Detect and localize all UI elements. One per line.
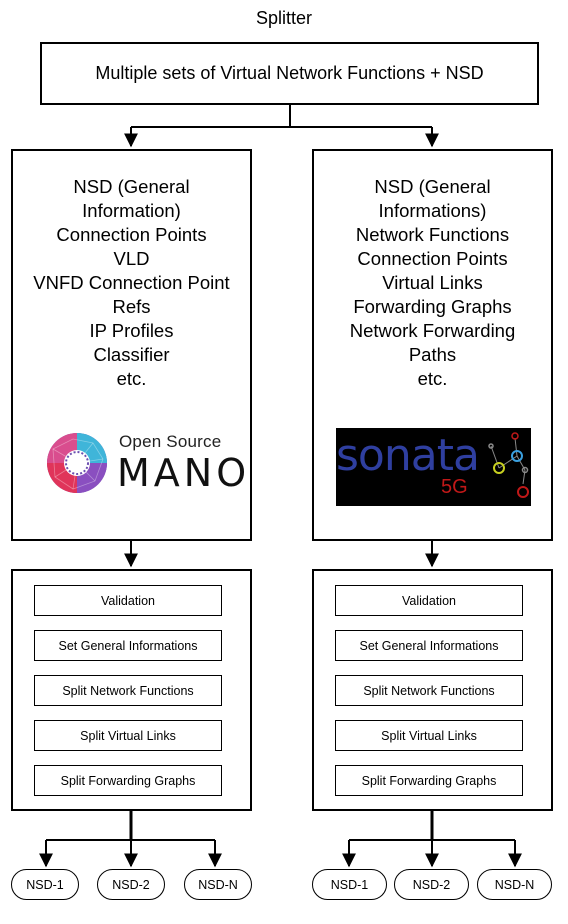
list-item: Informations) xyxy=(378,200,487,221)
output-nsd-node: NSD-2 xyxy=(394,869,469,900)
sonata-logo-word: sonata xyxy=(336,430,480,481)
input-box-label: Multiple sets of Virtual Network Functio… xyxy=(95,63,484,83)
list-item: VNFD Connection Point xyxy=(33,272,230,293)
output-nsd-node: NSD-1 xyxy=(11,869,79,900)
step-split-network-functions: Split Network Functions xyxy=(335,675,523,706)
step-set-general-informations: Set General Informations xyxy=(335,630,523,661)
list-item: IP Profiles xyxy=(89,320,174,341)
step-split-forwarding-graphs: Split Forwarding Graphs xyxy=(34,765,222,796)
osm-logo-line1: Open Source xyxy=(119,432,222,451)
osm-descriptor-box: NSD (General Information) Connection Poi… xyxy=(11,149,252,541)
output-nsd-node: NSD-1 xyxy=(312,869,387,900)
list-item: Refs xyxy=(112,296,151,317)
list-item: Connection Points xyxy=(357,248,508,269)
output-nsd-node: NSD-N xyxy=(184,869,252,900)
list-item: Virtual Links xyxy=(382,272,483,293)
list-item: Forwarding Graphs xyxy=(353,296,512,317)
step-split-virtual-links: Split Virtual Links xyxy=(335,720,523,751)
list-item: Information) xyxy=(82,200,181,221)
step-validation: Validation xyxy=(34,585,222,616)
list-item: Paths xyxy=(408,344,457,365)
list-item: NSD (General xyxy=(73,176,190,197)
sonata-content-list: NSD (General Informations) Network Funct… xyxy=(314,175,551,391)
step-split-network-functions: Split Network Functions xyxy=(34,675,222,706)
list-item: etc. xyxy=(116,368,147,389)
input-box: Multiple sets of Virtual Network Functio… xyxy=(40,42,539,105)
osm-content-list: NSD (General Information) Connection Poi… xyxy=(13,175,250,391)
sonata-descriptor-box: NSD (General Informations) Network Funct… xyxy=(312,149,553,541)
step-validation: Validation xyxy=(335,585,523,616)
osm-logo-icon xyxy=(47,433,107,493)
list-item: Connection Points xyxy=(56,224,207,245)
sonata-process-box: Validation Set General Informations Spli… xyxy=(312,569,553,811)
list-item: Network Forwarding xyxy=(349,320,516,341)
list-item: NSD (General xyxy=(374,176,491,197)
output-nsd-node: NSD-2 xyxy=(97,869,165,900)
step-split-virtual-links: Split Virtual Links xyxy=(34,720,222,751)
list-item: VLD xyxy=(113,248,150,269)
diagram-title: Splitter xyxy=(255,8,313,28)
list-item: etc. xyxy=(417,368,448,389)
step-split-forwarding-graphs: Split Forwarding Graphs xyxy=(335,765,523,796)
osm-process-box: Validation Set General Informations Spli… xyxy=(11,569,252,811)
network-graph-icon xyxy=(488,432,529,498)
sonata-logo: sonata 5G xyxy=(336,428,531,506)
sonata-logo-5g: 5G xyxy=(441,476,468,498)
osm-logo-line2: MANO xyxy=(117,451,251,495)
list-item: Classifier xyxy=(93,344,170,365)
step-set-general-informations: Set General Informations xyxy=(34,630,222,661)
list-item: Network Functions xyxy=(355,224,510,245)
output-nsd-node: NSD-N xyxy=(477,869,552,900)
